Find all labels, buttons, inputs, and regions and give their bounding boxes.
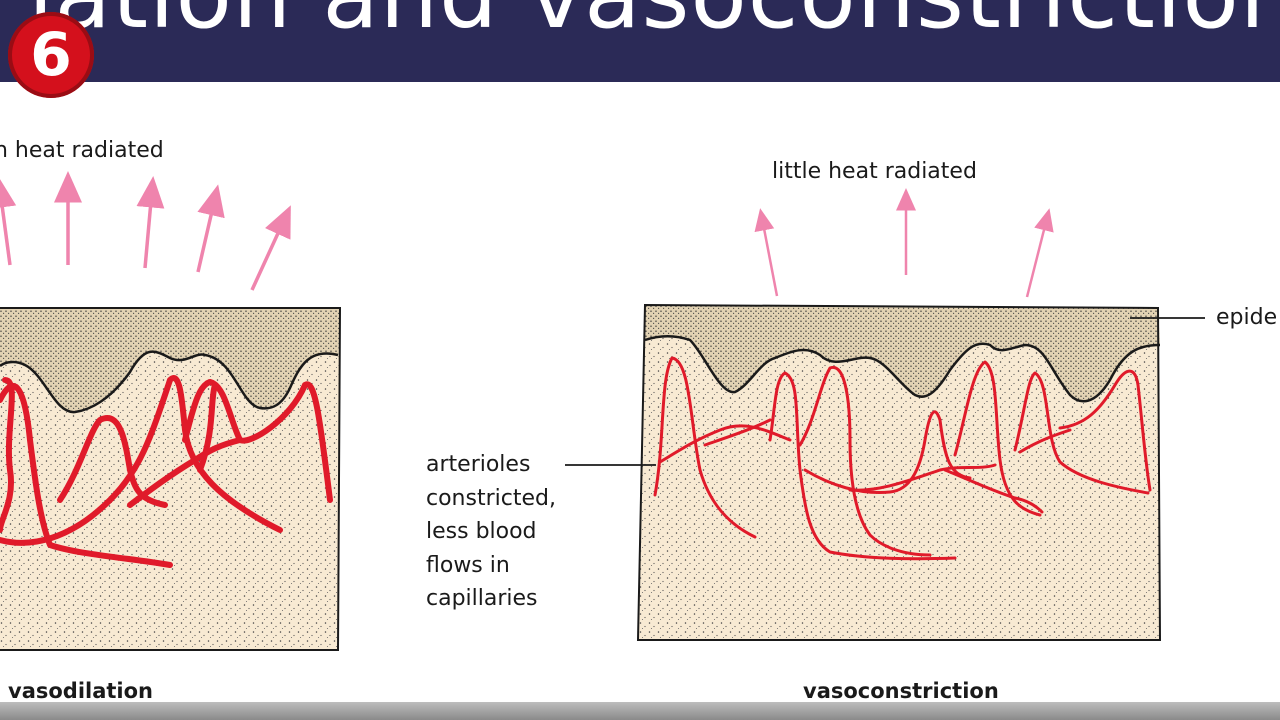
arterioles-line-1: arterioles: [426, 452, 531, 477]
arterioles-line-3: less blood: [426, 519, 537, 544]
epidermis-label: epide: [1216, 305, 1278, 330]
vasoconstriction-heat-label: little heat radiated: [772, 159, 977, 184]
vasoconstriction-heat-arrows: [754, 188, 1054, 298]
title-bar: lation and vasoconstriction: [0, 0, 1280, 82]
vasodilation-heat-label: h heat radiated: [0, 138, 164, 163]
arterioles-annotation: arterioles constricted, less blood flows…: [426, 448, 556, 616]
channel-logo-icon: 6: [8, 12, 94, 98]
logo-digit: 6: [30, 20, 72, 90]
slide-title: lation and vasoconstriction: [28, 0, 1280, 49]
bottom-scroll-strip: [0, 702, 1280, 720]
vasodilation-caption: vasodilation: [8, 679, 154, 703]
vasoconstriction-skin-block: [636, 303, 1162, 641]
vasoconstriction-caption: vasoconstriction: [803, 679, 999, 703]
arterioles-line-5: capillaries: [426, 586, 538, 611]
arterioles-line-4: flows in: [426, 552, 510, 578]
arterioles-line-2: constricted,: [426, 485, 556, 511]
vasodilation-heat-arrows: [0, 171, 291, 291]
vasodilation-skin-block: [0, 307, 342, 651]
skin-diagram: [0, 171, 1205, 651]
